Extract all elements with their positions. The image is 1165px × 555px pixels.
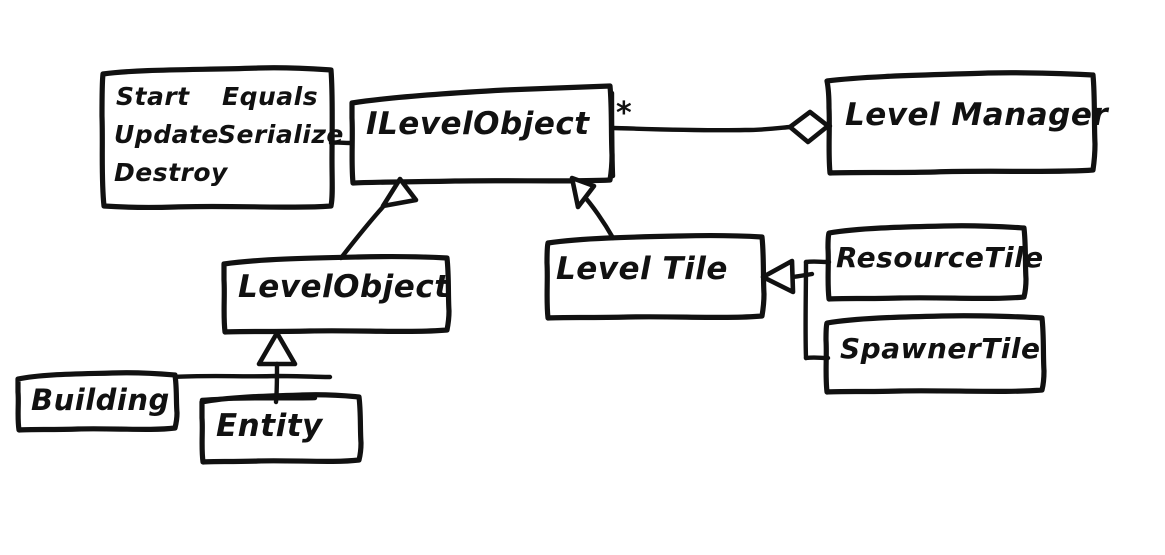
leveltile-inheritance-trunk-top (790, 271, 815, 280)
levelobject-realization-triangle-icon (380, 176, 419, 209)
entity-top-bar (199, 395, 318, 403)
ilevelobject-box[interactable] (349, 83, 615, 186)
leveltile-box[interactable] (544, 232, 767, 321)
entity-box[interactable] (199, 392, 364, 465)
aggregation-diamond-icon (787, 109, 831, 145)
aggregation-connector (610, 124, 793, 133)
building-entity-join-bar (172, 373, 333, 380)
spawnertile-box[interactable] (823, 313, 1047, 395)
levelmanager-box[interactable] (824, 70, 1098, 176)
leveltile-inheritance-triangle-icon (760, 258, 796, 295)
levelobject-inheritance-triangle-icon (256, 330, 298, 367)
levelobject-box[interactable] (221, 253, 452, 335)
leveltile-realization-triangle-icon (569, 175, 597, 210)
aggregation-source-tick (609, 90, 616, 179)
resourcetile-box[interactable] (825, 223, 1029, 302)
leveltile-realization-line (580, 192, 616, 241)
building-box[interactable] (15, 370, 180, 433)
methods-note-box[interactable] (99, 65, 335, 211)
